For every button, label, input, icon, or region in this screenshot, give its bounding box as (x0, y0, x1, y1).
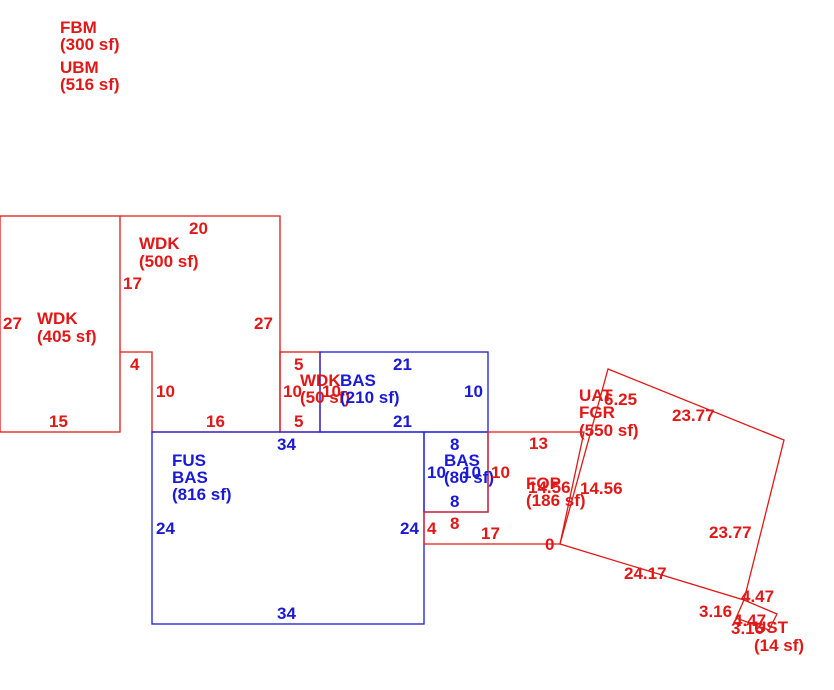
summary-fbm-code: FBM (60, 18, 97, 37)
dim-fgr-bottom: 24.17 (624, 564, 667, 583)
dim-wdk-top-bottom: 16 (206, 412, 225, 431)
dim-fop-zero: 0 (545, 535, 554, 554)
fgr-code: FGR (579, 403, 615, 422)
wdk-top-code: WDK (139, 234, 180, 253)
wdk-top-area: (500 sf) (139, 252, 199, 271)
dim-fgr-short: 6.25 (604, 390, 637, 409)
summary-ubm-code: UBM (60, 58, 99, 77)
dim-bas-small-left: 10 (427, 463, 446, 482)
bas-upper-code: BAS (340, 371, 376, 390)
bas-upper-area: (210 sf) (340, 388, 400, 407)
fop-area: (186 sf) (526, 491, 586, 510)
ust-outline (735, 599, 778, 631)
summary-fbm-area: (300 sf) (60, 35, 120, 54)
wdk-small-code: WDK (300, 371, 341, 390)
ust-code: UST (754, 618, 789, 637)
dim-wdk-top-inner: 10 (156, 382, 175, 401)
bas-small-area: (80 sf) (444, 468, 494, 487)
dim-wdk-left-left: 27 (3, 314, 22, 333)
dim-fgr-top: 23.77 (672, 406, 715, 425)
dim-wdk-top-right: 27 (254, 314, 273, 333)
dim-fop-diag-a: 14.56 (528, 478, 571, 497)
dim-wdk-left-bottom: 15 (49, 412, 68, 431)
dim-ust-bottom: 3.16 (731, 619, 764, 638)
dim-ust-left: 3.16 (699, 602, 732, 621)
dim-wdk-small-bottom: 5 (294, 412, 303, 431)
dim-bas-upper-bottom: 21 (393, 412, 412, 431)
dim-fus-top: 34 (277, 435, 296, 454)
ust-area: (14 sf) (754, 636, 804, 655)
dim-wdk-small-left: 10 (283, 382, 302, 401)
dim-bas-small-bottom: 8 (450, 492, 459, 511)
fus-bas-area: (816 sf) (172, 485, 232, 504)
bas-small-code: BAS (444, 451, 480, 470)
uat-fgr-area: (550 sf) (579, 421, 639, 440)
fus-code: FUS (172, 451, 206, 470)
dim-wdk-top-notch: 4 (130, 355, 140, 374)
dim-fop-right-edge: 10 (491, 463, 510, 482)
summary-ubm-area: (516 sf) (60, 75, 120, 94)
dim-bas-small-right: 10 (462, 463, 481, 482)
dim-fop-left-edge: 4 (427, 519, 437, 538)
dim-wdk-top-left: 17 (123, 274, 142, 293)
wdk-left-code: WDK (37, 309, 78, 328)
dim-fop-bottom-step: 8 (450, 514, 459, 533)
dim-ust-top: 4.47 (741, 587, 774, 606)
dim-fop-bottom: 17 (481, 524, 500, 543)
uat-code: UAT (579, 386, 613, 405)
dim-wdk-small-top: 5 (294, 355, 303, 374)
wdk-small-area: (50 sf) (300, 388, 350, 407)
dim-wdk-top-top: 20 (189, 219, 208, 238)
fus-bas-code: BAS (172, 468, 208, 487)
dim-fus-right: 24 (400, 519, 419, 538)
dim-bas-upper-top: 21 (393, 355, 412, 374)
dim-fop-top: 13 (529, 434, 548, 453)
dim-fgr-right: 23.77 (709, 523, 752, 542)
dim-fop-diag-b: 14.56 (580, 479, 623, 498)
dim-wdk-small-right: 10 (322, 382, 341, 401)
dim-fus-bottom: 34 (277, 604, 296, 623)
wdk-left-outline (0, 215, 121, 433)
dim-fus-left: 24 (156, 519, 175, 538)
fop-code: FOP (526, 474, 561, 493)
wdk-left-area: (405 sf) (37, 327, 97, 346)
fop-outline (423, 431, 585, 545)
dim-ust-inner: 4.47 (733, 611, 766, 630)
dim-bas-upper-right: 10 (464, 382, 483, 401)
dim-bas-small-top: 8 (450, 435, 459, 454)
